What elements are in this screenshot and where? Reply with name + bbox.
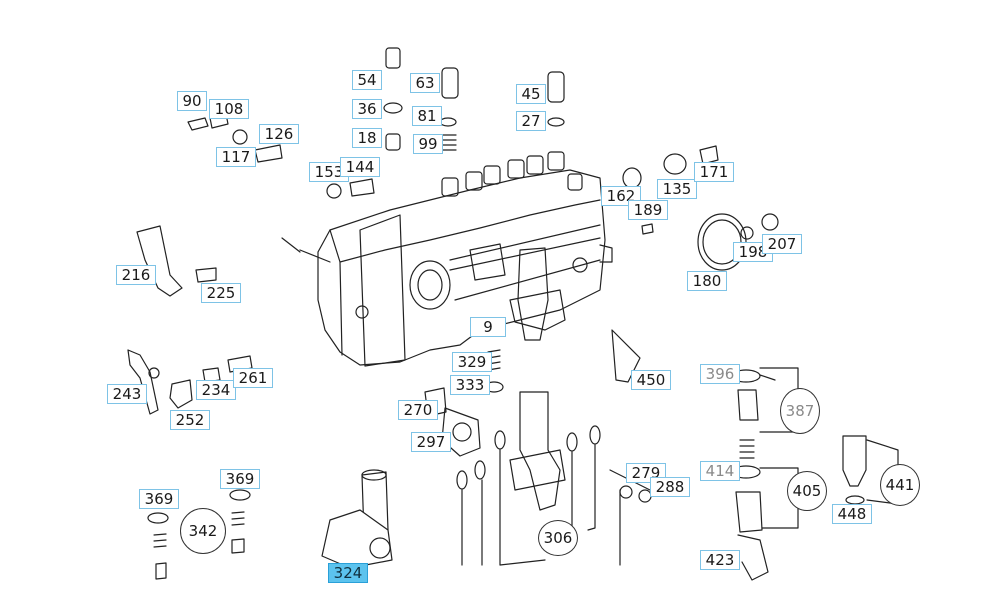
part-label-99[interactable]: 99	[413, 134, 443, 154]
part-label-117[interactable]: 117	[216, 147, 256, 167]
part-label-225[interactable]: 225	[201, 283, 241, 303]
part-label-216[interactable]: 216	[116, 265, 156, 285]
part-label-288[interactable]: 288	[650, 477, 690, 497]
part-label-252[interactable]: 252	[170, 410, 210, 430]
hand-primer-pump	[147, 469, 393, 580]
assembly-circle-405[interactable]: 405	[787, 471, 827, 511]
part-label-108[interactable]: 108	[209, 99, 249, 119]
part-label-270[interactable]: 270	[398, 400, 438, 420]
part-label-27[interactable]: 27	[516, 111, 546, 131]
injection-pump-body	[281, 169, 613, 367]
part-label-396[interactable]: 396	[700, 364, 740, 384]
part-label-144[interactable]: 144	[340, 157, 380, 177]
part-label-54[interactable]: 54	[352, 70, 382, 90]
part-label-63[interactable]: 63	[410, 73, 440, 93]
assembly-circle-387[interactable]: 387	[780, 388, 820, 434]
part-label-448[interactable]: 448	[832, 504, 872, 524]
part-label-324-selected[interactable]: 324	[328, 563, 368, 583]
delivery-valve-holders	[383, 47, 583, 197]
part-label-450[interactable]: 450	[631, 370, 671, 390]
part-label-261[interactable]: 261	[233, 368, 273, 388]
part-label-81[interactable]: 81	[412, 106, 442, 126]
part-label-90[interactable]: 90	[177, 91, 207, 111]
part-label-329[interactable]: 329	[452, 352, 492, 372]
assembly-circle-342[interactable]: 342	[180, 508, 226, 554]
part-label-243[interactable]: 243	[107, 384, 147, 404]
part-label-45[interactable]: 45	[516, 84, 546, 104]
part-label-126[interactable]: 126	[259, 124, 299, 144]
part-label-297[interactable]: 297	[411, 432, 451, 452]
part-label-234[interactable]: 234	[196, 380, 236, 400]
part-label-333[interactable]: 333	[450, 375, 490, 395]
part-label-135[interactable]: 135	[657, 179, 697, 199]
part-label-189[interactable]: 189	[628, 200, 668, 220]
part-label-423[interactable]: 423	[700, 550, 740, 570]
assembly-circle-441[interactable]: 441	[880, 464, 920, 506]
part-label-369-right[interactable]: 369	[220, 469, 260, 489]
assembly-circle-306[interactable]: 306	[538, 520, 578, 556]
part-label-18[interactable]: 18	[352, 128, 382, 148]
part-label-207[interactable]: 207	[762, 234, 802, 254]
part-label-153[interactable]: 153	[309, 162, 349, 182]
part-label-171[interactable]: 171	[694, 162, 734, 182]
part-label-369-left[interactable]: 369	[139, 489, 179, 509]
part-label-36[interactable]: 36	[352, 99, 382, 119]
part-label-9[interactable]: 9	[470, 317, 506, 337]
part-label-414[interactable]: 414	[700, 461, 740, 481]
part-label-180[interactable]: 180	[687, 271, 727, 291]
